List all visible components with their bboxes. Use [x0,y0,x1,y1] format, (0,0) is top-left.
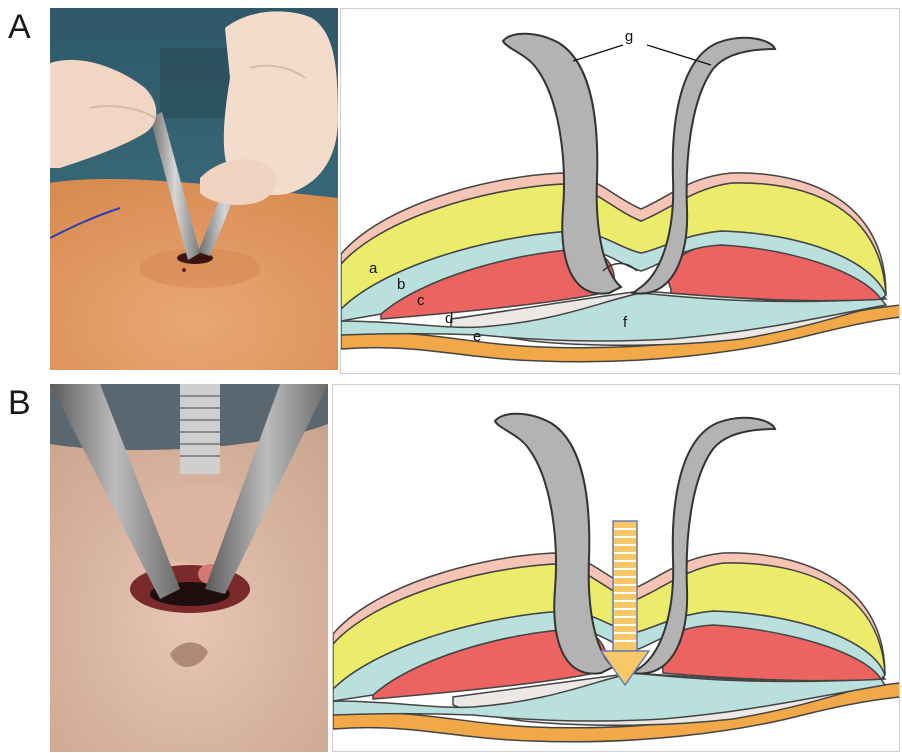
panel-letter-b: B [8,384,31,423]
label-a: a [369,260,378,277]
layer-diagram-b [332,384,900,752]
label-e: e [473,328,481,345]
label-g: g [625,28,633,45]
surgical-photo-a [50,8,338,370]
surgical-photo-b [50,384,328,752]
label-d: d [445,310,453,327]
panel-letter-a: A [8,8,31,47]
layer-diagram-a: g a b c d e f [340,8,900,374]
label-c: c [417,292,425,309]
label-b: b [397,276,405,293]
